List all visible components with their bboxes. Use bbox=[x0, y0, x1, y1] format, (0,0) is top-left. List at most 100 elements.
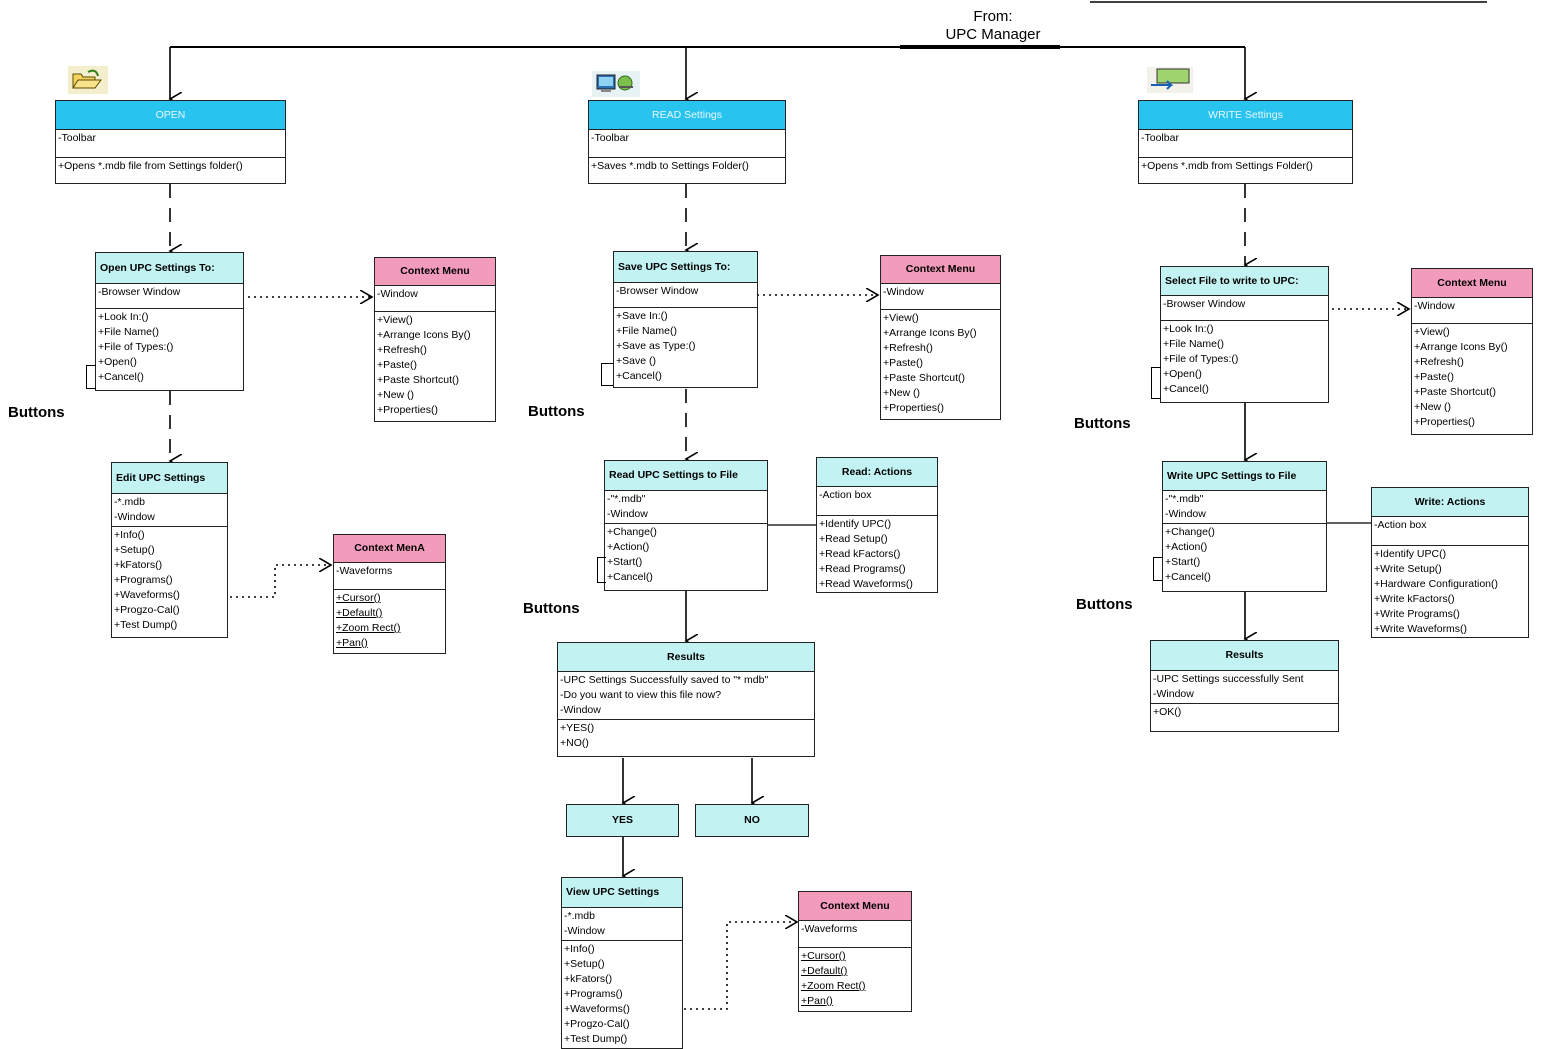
op-row: +Save () bbox=[616, 355, 656, 367]
op-row: +Write Programs() bbox=[1374, 608, 1460, 620]
attr-row: -Waveforms bbox=[801, 923, 858, 935]
view-waveform-context-menu: Context Menu -Waveforms +Cursor() +Defau… bbox=[798, 891, 912, 1012]
op-row: +Cancel() bbox=[98, 371, 144, 383]
read-to-file-title: Read UPC Settings to File bbox=[605, 461, 767, 491]
from-line-1: From: bbox=[973, 8, 1013, 25]
buttons-bracket bbox=[1153, 557, 1163, 581]
attr-row: -UPC Settings successfully Sent bbox=[1153, 673, 1304, 685]
buttons-bracket bbox=[86, 365, 96, 389]
view-settings-title: View UPC Settings bbox=[562, 878, 682, 908]
select-file-dialog-box: Select File to write to UPC: -Browser Wi… bbox=[1160, 266, 1329, 403]
op-row: +Info() bbox=[564, 943, 595, 955]
op-row: +kFators() bbox=[564, 973, 613, 985]
op-row: +Action() bbox=[1165, 541, 1208, 553]
op-row: +Read Programs() bbox=[819, 563, 906, 575]
op-row: +Cancel() bbox=[607, 571, 653, 583]
op-row: +Refresh() bbox=[377, 344, 427, 356]
op-row: +Paste Shortcut() bbox=[1414, 386, 1496, 398]
op-row: +Start() bbox=[1165, 556, 1201, 568]
attr-row: -Browser Window bbox=[1163, 298, 1246, 310]
op-row: +File Name() bbox=[98, 326, 159, 338]
op-row: +OK() bbox=[1153, 706, 1182, 718]
attr-row: -Waveforms bbox=[336, 565, 393, 577]
buttons-label: Buttons bbox=[523, 600, 580, 617]
op-row: +Identify UPC() bbox=[819, 518, 892, 530]
op-row: +Programs() bbox=[564, 988, 623, 1000]
context-menu-title: Context MenA bbox=[334, 535, 445, 563]
op-row: +Cursor() bbox=[336, 592, 381, 604]
context-menu-title: Context Menu bbox=[881, 256, 1000, 284]
read-device-icon bbox=[592, 71, 640, 97]
op-row: +Opens *.mdb file from Settings folder() bbox=[58, 160, 243, 172]
op-row: +Read Setup() bbox=[819, 533, 888, 545]
buttons-bracket bbox=[1151, 367, 1161, 399]
attr-row: -"*.mdb" bbox=[607, 493, 646, 505]
attr-row: -Browser Window bbox=[616, 285, 699, 297]
attr-row: -*.mdb bbox=[114, 496, 145, 508]
op-row: +Read kFactors() bbox=[819, 548, 901, 560]
op-row: +Paste() bbox=[377, 359, 417, 371]
op-row: +View() bbox=[883, 312, 919, 324]
edit-settings-title: Edit UPC Settings bbox=[112, 463, 227, 494]
op-row: +Test Dump() bbox=[564, 1033, 628, 1045]
folder-open-icon bbox=[68, 66, 108, 94]
read-results-title: Results bbox=[558, 643, 814, 672]
op-row: +Waveforms() bbox=[564, 1003, 630, 1015]
buttons-label: Buttons bbox=[8, 404, 65, 421]
read-context-menu: Context Menu -Window +View() +Arrange Ic… bbox=[880, 255, 1001, 420]
buttons-label: Buttons bbox=[528, 403, 585, 420]
op-row: +Setup() bbox=[564, 958, 605, 970]
op-row: +New () bbox=[1414, 401, 1452, 413]
op-row: +File of Types:() bbox=[1163, 353, 1239, 365]
op-row: +Zoom Rect() bbox=[801, 980, 866, 992]
write-device-icon bbox=[1147, 67, 1193, 93]
no-label: NO bbox=[744, 814, 760, 826]
op-row: +File of Types:() bbox=[98, 341, 174, 353]
op-row: +Action() bbox=[607, 541, 650, 553]
attr-row: -Window bbox=[1165, 508, 1206, 520]
op-row: +Opens *.mdb from Settings Folder() bbox=[1141, 160, 1313, 172]
op-row: +Identify UPC() bbox=[1374, 548, 1447, 560]
op-row: +Cancel() bbox=[616, 370, 662, 382]
op-row: +Test Dump() bbox=[114, 619, 178, 631]
open-class-title: OPEN bbox=[56, 101, 285, 130]
op-row: +Progzo-Cal() bbox=[564, 1018, 630, 1030]
save-dialog-title: Save UPC Settings To: bbox=[614, 252, 757, 283]
attr-row: -Action box bbox=[819, 489, 872, 501]
op-row: +Progzo-Cal() bbox=[114, 604, 180, 616]
op-row: +kFators() bbox=[114, 559, 163, 571]
buttons-bracket bbox=[597, 557, 606, 583]
attr-row: -Do you want to view this file now? bbox=[560, 689, 722, 701]
op-row: +Setup() bbox=[114, 544, 155, 556]
select-file-title: Select File to write to UPC: bbox=[1161, 267, 1328, 296]
op-row: +Paste Shortcut() bbox=[377, 374, 459, 386]
attr-row: -Window bbox=[1414, 300, 1455, 312]
op-row: +Paste Shortcut() bbox=[883, 372, 965, 384]
edit-settings-box: Edit UPC Settings -*.mdb -Window +Info()… bbox=[111, 462, 228, 638]
op-row: +Save In:() bbox=[616, 310, 668, 322]
op-row: +Default() bbox=[801, 965, 848, 977]
attr-row: -UPC Settings Successfully saved to "* m… bbox=[560, 674, 769, 686]
from-label: From: UPC Manager bbox=[930, 8, 1056, 44]
op-row: +Saves *.mdb to Settings Folder() bbox=[591, 160, 749, 172]
op-row: +Write Setup() bbox=[1374, 563, 1442, 575]
op-row: +Look In:() bbox=[98, 311, 149, 323]
attr-row: -Toolbar bbox=[58, 132, 96, 144]
attr-row: -Window bbox=[560, 704, 601, 716]
op-row: +Zoom Rect() bbox=[336, 622, 401, 634]
op-row: +NO() bbox=[560, 737, 589, 749]
op-row: +Properties() bbox=[377, 404, 438, 416]
read-results-box: Results -UPC Settings Successfully saved… bbox=[557, 642, 815, 757]
op-row: +Arrange Icons By() bbox=[377, 329, 471, 341]
attr-row: -Window bbox=[1153, 688, 1194, 700]
op-row: +Look In:() bbox=[1163, 323, 1214, 335]
op-row: +Write Waveforms() bbox=[1374, 623, 1468, 635]
op-row: +View() bbox=[1414, 326, 1450, 338]
attr-row: -Window bbox=[883, 286, 924, 298]
save-dialog-box: Save UPC Settings To: -Browser Window +S… bbox=[613, 251, 758, 388]
open-context-menu: Context Menu -Window +View() +Arrange Ic… bbox=[374, 257, 496, 422]
op-row: +Write kFactors() bbox=[1374, 593, 1455, 605]
op-row: +Start() bbox=[607, 556, 643, 568]
op-row: +YES() bbox=[560, 722, 595, 734]
